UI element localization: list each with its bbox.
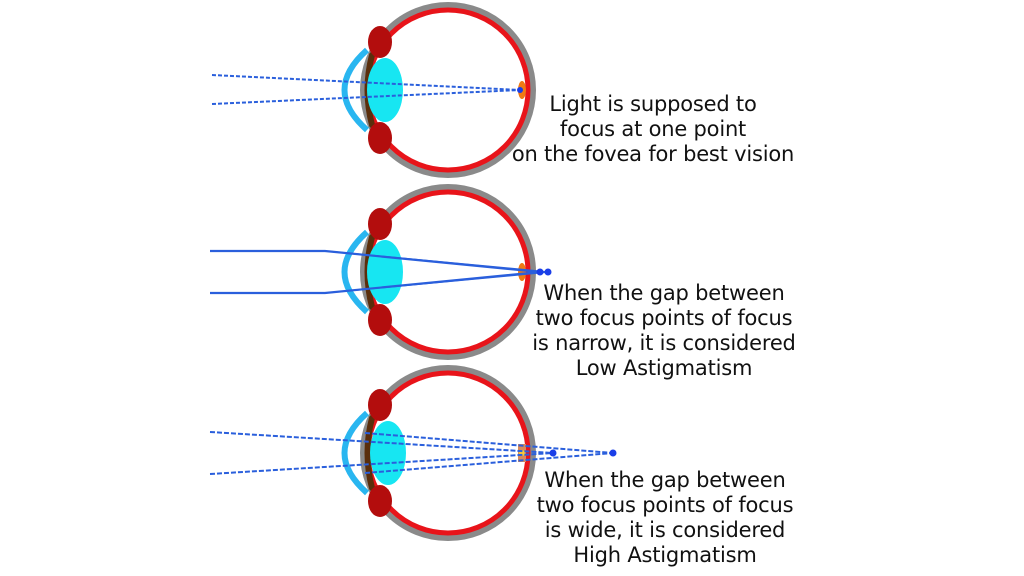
caption-line: When the gap between [544, 468, 786, 492]
lens [367, 58, 403, 122]
caption-line: is narrow, it is considered [532, 331, 796, 355]
focus-point-2 [609, 449, 617, 457]
caption-line: on the fovea for best vision [511, 142, 795, 166]
light-ray-bottom-2 [324, 271, 549, 294]
fovea [518, 263, 526, 281]
light-ray-bottom-far [364, 452, 614, 474]
ciliary-body-bottom [368, 485, 392, 517]
light-ray-top-near [209, 431, 554, 454]
light-ray-top-far [364, 432, 614, 454]
eye-normal-vision [211, 2, 536, 178]
caption-high-astigmatism: When the gap between two focus points of… [520, 468, 810, 568]
ciliary-body-top [368, 389, 392, 421]
caption-line: High Astigmatism [573, 543, 757, 567]
caption-line: focus at one point [559, 117, 747, 141]
caption-line: two focus points of focus [536, 493, 794, 517]
light-ray-top-2 [324, 250, 549, 273]
focus-point [517, 87, 523, 93]
caption-line: is wide, it is considered [544, 518, 786, 542]
ciliary-body-bottom [368, 122, 392, 154]
focus-point-1 [536, 268, 544, 276]
lens [370, 421, 406, 485]
focus-point-1 [549, 449, 557, 457]
cornea [341, 229, 370, 315]
iris [364, 415, 375, 491]
ciliary-body-top [368, 26, 392, 58]
caption-low-astigmatism: When the gap between two focus points of… [514, 281, 814, 381]
caption-line: Low Astigmatism [575, 356, 753, 380]
lens [367, 240, 403, 304]
cornea [341, 410, 370, 496]
caption-line: When the gap between [543, 281, 785, 305]
ciliary-body-bottom [368, 304, 392, 336]
light-ray-bottom-near [209, 452, 554, 475]
caption-line: Light is supposed to [549, 92, 757, 116]
caption-normal-vision: Light is supposed to focus at one point … [503, 92, 803, 167]
eye-low-astigmatism [210, 184, 552, 360]
light-ray-bottom [211, 89, 521, 105]
focus-point-2 [544, 268, 552, 276]
eye-high-astigmatism [209, 365, 617, 541]
ciliary-body-top [368, 208, 392, 240]
light-ray-top [211, 74, 521, 91]
cornea [341, 47, 370, 133]
caption-line: two focus points of focus [535, 306, 793, 330]
